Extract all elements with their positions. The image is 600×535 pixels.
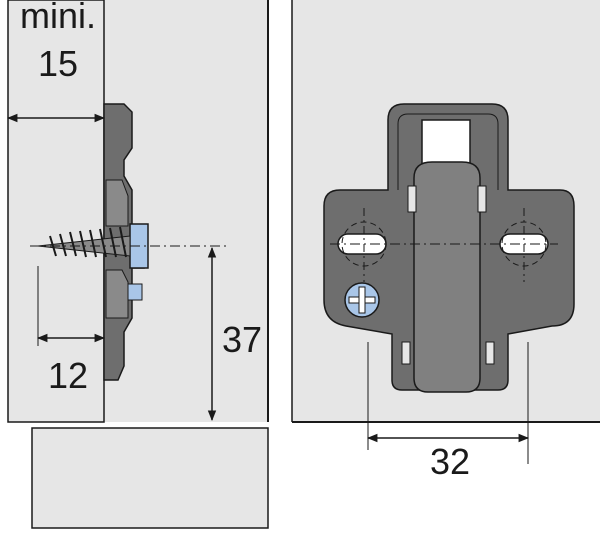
plate-lower-tab-right — [485, 341, 495, 365]
plate-flange-lower — [105, 269, 129, 319]
front-view: 32 — [291, 0, 600, 482]
plate-tab-left — [407, 185, 417, 213]
plate-tab-right — [477, 185, 487, 213]
label-37: 37 — [222, 319, 262, 360]
plate-center-arm — [413, 161, 481, 393]
plate-flange-upper — [105, 179, 129, 227]
label-32: 32 — [430, 441, 470, 482]
side-view: mini. 15 12 37 — [6, 0, 269, 529]
adjust-screw-head — [127, 283, 143, 301]
plate-inner-outline — [397, 113, 499, 190]
cross-head-screw-icon — [344, 282, 380, 318]
label-15: 15 — [38, 43, 78, 84]
bottom-panel — [31, 427, 269, 529]
plate-lower-tab-left — [401, 341, 411, 365]
plate-top-window — [421, 119, 471, 165]
door-panel — [7, 0, 105, 423]
label-12: 12 — [48, 355, 88, 396]
label-mini: mini. — [20, 0, 96, 36]
